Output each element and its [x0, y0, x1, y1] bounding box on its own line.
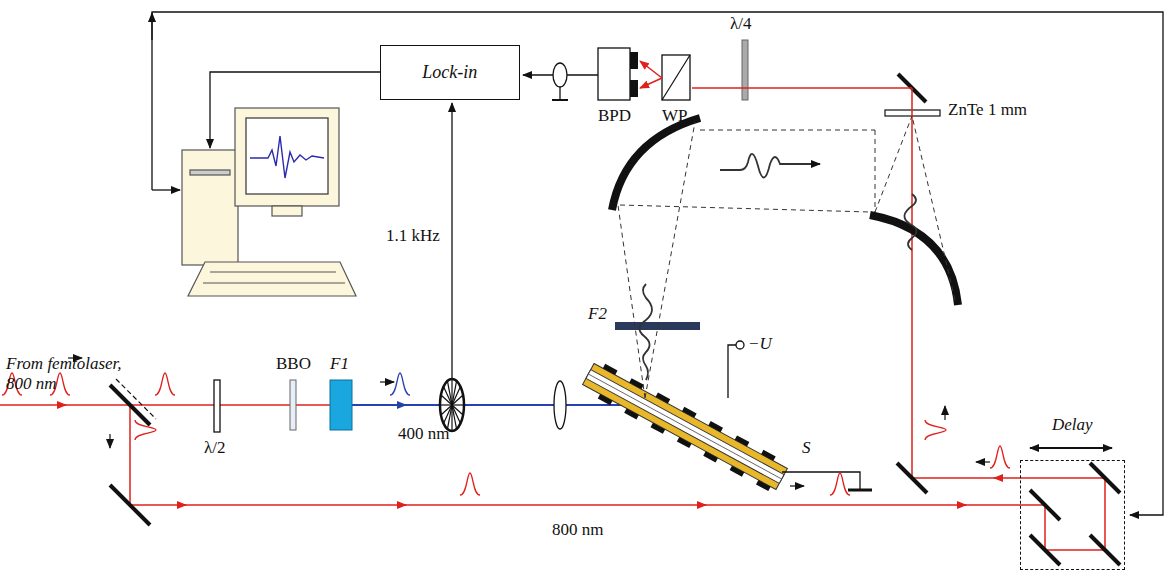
pulse-icons [2, 373, 1010, 495]
filter-label: F2 [588, 304, 607, 324]
bias-wires [728, 341, 872, 490]
prism-label: WP [662, 106, 688, 126]
node-label: Delay [1052, 415, 1093, 435]
sample-s [580, 359, 790, 494]
node-label: Lock-in [422, 62, 477, 83]
lock-in-amplifier: Lock-in [380, 45, 520, 100]
optical-elements [214, 379, 566, 432]
filter-label: F1 [330, 354, 349, 374]
plate-label: λ/4 [730, 14, 751, 34]
source-label: From femtolaser, 800 nm [6, 354, 134, 393]
detection-optics [598, 40, 940, 116]
splitter-coating [116, 379, 156, 419]
cable-symbol [553, 63, 567, 87]
direction-arrows [68, 358, 1112, 486]
sample-label: S [802, 438, 811, 458]
thz-optics [612, 116, 958, 398]
mirrors [110, 385, 1120, 565]
voltage-label: −U [748, 334, 772, 354]
crystal-label: ZnTe 1 mm [948, 100, 1027, 120]
computer [182, 108, 356, 296]
laser-beams [0, 88, 1105, 550]
delay-line: Delay [1020, 460, 1125, 570]
wavelength-label: 800 nm [552, 520, 603, 540]
frequency-label: 1.1 kHz [386, 226, 440, 246]
plate-label: λ/2 [204, 438, 225, 458]
detector-label: BPD [598, 106, 631, 126]
wavelength-label: 400 nm [398, 424, 449, 444]
crystal-label: BBO [276, 354, 311, 374]
control-wire [152, 12, 1163, 515]
